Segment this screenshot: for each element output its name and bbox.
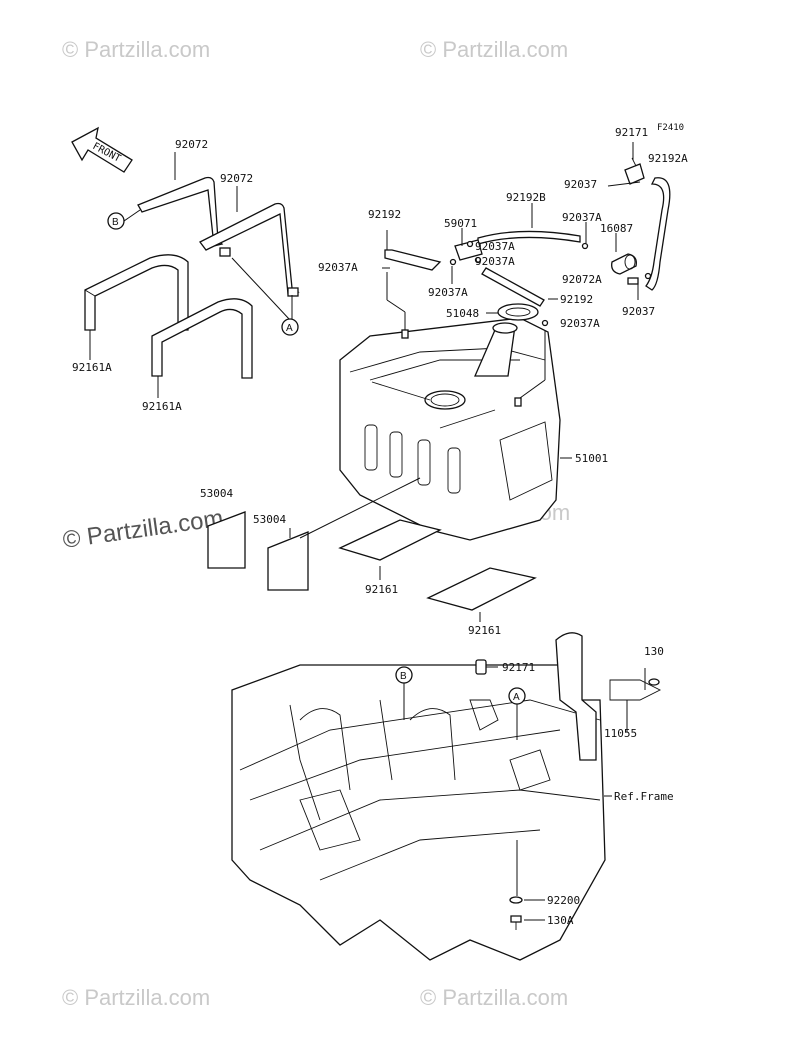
fuel-cap-seal [497,303,539,321]
label-92161A-1: 92161A [72,361,112,374]
label-92037-top: 92037 [564,178,597,191]
label-92192-left: 92192 [368,208,401,221]
pad-53004-left [207,511,246,569]
ref-circle-b-top: B [107,212,125,230]
bolt-130A [510,915,522,930]
label-53004-1: 53004 [200,487,233,500]
label-92171-top: 92171 [615,126,648,139]
svg-text:B: B [112,217,119,228]
label-ref-frame: Ref.Frame [614,790,674,803]
watermark-large: © Partzilla.com [61,505,225,554]
label-92037-right: 92037 [622,305,655,318]
label-51048: 51048 [446,307,479,320]
label-92037A-4: 92037A [428,286,468,299]
label-92072-1: 92072 [175,138,208,151]
part-labels: 92171 92192A 92037 92192B 92037A 16087 5… [72,126,688,927]
tank-strap-rear [199,202,300,297]
watermark-top-left: © Partzilla.com [62,37,210,62]
ref-circle-a-top: A [281,318,299,336]
label-92161-1: 92161 [365,583,398,596]
label-92037A-left: 92037A [318,261,358,274]
label-92037A-5: 92037A [560,317,600,330]
watermark-bottom-left: © Partzilla.com [62,985,210,1010]
pad-53004-right [267,531,309,591]
watermark-top-right: © Partzilla.com [420,37,568,62]
tank-strap-front [137,176,224,247]
label-92200: 92200 [547,894,580,907]
label-53004-2: 53004 [253,513,286,526]
label-51001: 51001 [575,452,608,465]
front-arrow: FRONT [71,126,133,173]
label-92192-mid: 92192 [560,293,593,306]
label-92161-2: 92161 [468,624,501,637]
label-92072A: 92072A [562,273,602,286]
ref-circle-a-bottom: A [508,687,526,705]
vehicle-frame [231,632,662,961]
ref-circle-b-bottom: B [395,666,413,684]
label-92192B: 92192B [506,191,546,204]
label-92192A: 92192A [648,152,688,165]
label-92072-2: 92072 [220,172,253,185]
figure-code: F2410 [657,123,684,133]
label-92171-bottom: 92171 [502,661,535,674]
label-92161A-2: 92161A [142,400,182,413]
rubber-pad-left [84,254,189,331]
hose-92192B [477,230,581,245]
label-130A: 130A [547,914,574,927]
valve-92171-top [624,157,645,185]
sheet-92161-right [426,567,537,611]
label-11055: 11055 [604,727,637,740]
label-130: 130 [644,645,664,658]
label-92037A-1: 92037A [562,211,602,224]
svg-text:B: B [400,671,407,682]
hose-92192A [645,177,671,291]
svg-text:A: A [286,323,293,334]
fuel-tank [339,317,561,541]
fuel-filter-16087 [611,253,637,275]
watermark-layer: © Partzilla.com © Partzilla.com © Partzi… [61,37,570,1010]
label-59071: 59071 [444,217,477,230]
sheet-92161-left [338,519,442,561]
watermark-bottom-right: © Partzilla.com [420,985,568,1010]
label-16087: 16087 [600,222,633,235]
label-92037A-3: 92037A [475,255,515,268]
svg-text:A: A [513,692,520,703]
hose-92192-left [384,249,442,271]
label-92037A-2: 92037A [475,240,515,253]
hose-92192-mid [481,267,545,307]
rubber-pad-right [151,298,253,379]
